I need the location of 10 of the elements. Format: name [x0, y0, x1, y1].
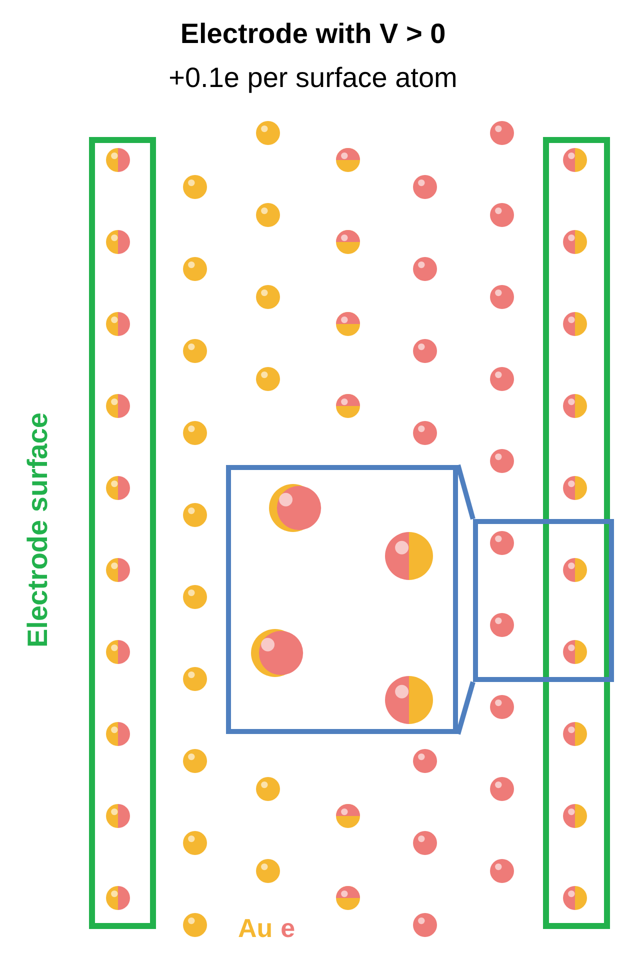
outline-box [543, 137, 610, 929]
title: Electrode with V > 0 [179, 18, 447, 50]
legend-text: Au [238, 913, 273, 944]
magnifier-line [456, 681, 476, 735]
side-label: Electrode surface [22, 412, 54, 648]
magnifier-line [456, 464, 476, 520]
subtitle: +0.1e per surface atom [168, 62, 458, 94]
legend-text: e [280, 913, 296, 944]
outline-box [473, 519, 614, 682]
outline-box [89, 137, 156, 929]
